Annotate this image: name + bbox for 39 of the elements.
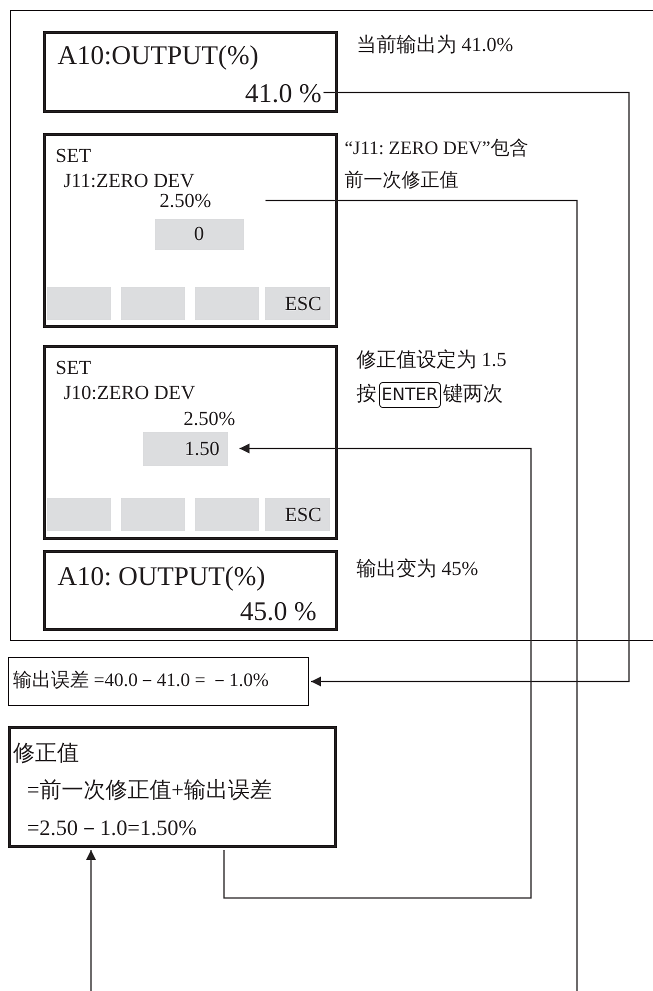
arrow bbox=[223, 444, 532, 899]
arrow bbox=[86, 850, 96, 991]
formula-box bbox=[8, 726, 337, 848]
soft-key: ESC bbox=[264, 286, 330, 320]
lcd-screen bbox=[42, 344, 338, 540]
note-text: “J11: ZERO DEV”包含前一次修正值 bbox=[344, 132, 528, 202]
soft-key bbox=[120, 498, 184, 530]
soft-key bbox=[120, 286, 184, 320]
value-field: 0 bbox=[154, 218, 244, 250]
arrow bbox=[311, 92, 630, 686]
lcd-screen bbox=[42, 132, 338, 328]
screen-text: A10: OUTPUT(%) bbox=[58, 560, 266, 590]
note-text: 按 bbox=[356, 382, 376, 404]
formula-line: 修正值 bbox=[13, 740, 79, 765]
soft-key: ESC bbox=[264, 498, 330, 530]
note-text: 修正值设定为 1.5 bbox=[356, 348, 506, 370]
soft-key bbox=[194, 498, 258, 530]
formula-line: =2.50－1.0=1.50% bbox=[27, 815, 197, 840]
screen-text: 2.50% bbox=[184, 408, 236, 430]
note-text: 当前输出为 41.0% bbox=[356, 28, 636, 64]
screen-text: A10:OUTPUT(%) bbox=[58, 40, 258, 70]
screen-text: SET bbox=[56, 356, 92, 378]
soft-key bbox=[46, 286, 110, 320]
note-text: 输出变为 45% bbox=[356, 552, 576, 588]
note-text: 键两次 bbox=[442, 382, 503, 404]
value-field: 1.50 bbox=[142, 432, 228, 466]
soft-key bbox=[194, 286, 258, 320]
formula-line: =前一次修正值+输出误差 bbox=[27, 777, 272, 802]
panel-frame bbox=[10, 10, 653, 641]
lcd-screen bbox=[42, 550, 338, 630]
connector-line bbox=[266, 200, 578, 991]
screen-text: 45.0 % bbox=[240, 596, 316, 626]
formula-box: 输出误差 =40.0－41.0 = －1.0% bbox=[8, 657, 309, 706]
display-value: 41.0 % bbox=[200, 74, 322, 112]
key-cap: ENTER bbox=[378, 382, 441, 408]
lcd-screen bbox=[42, 30, 338, 112]
screen-text: J10:ZERO DEV bbox=[64, 382, 196, 404]
screen-text: SET bbox=[56, 144, 92, 166]
soft-key bbox=[46, 498, 110, 530]
